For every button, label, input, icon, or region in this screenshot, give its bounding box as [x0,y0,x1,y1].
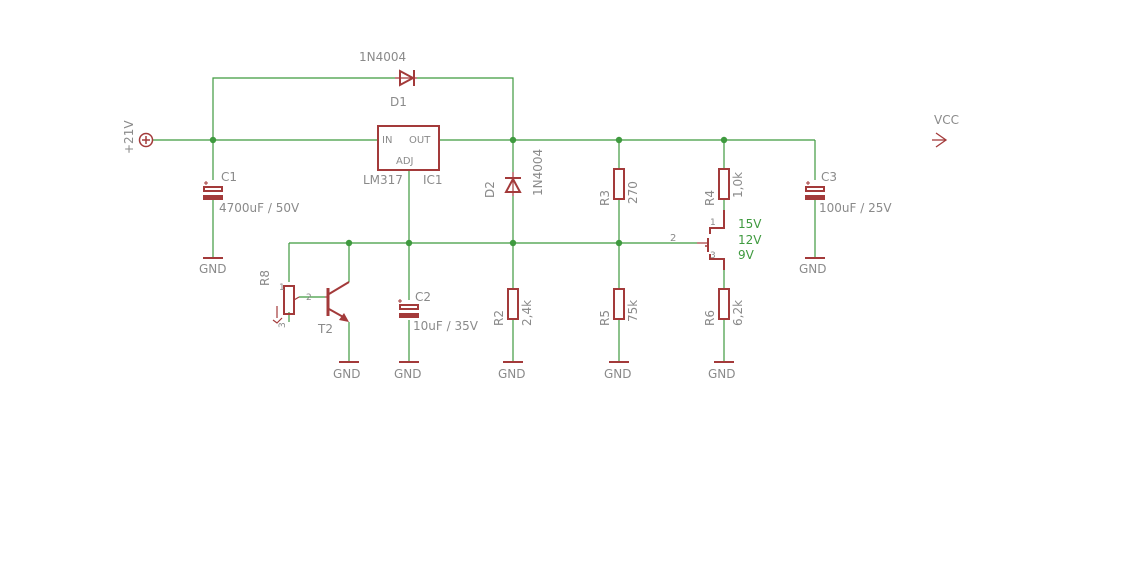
junction-dot [405,239,413,247]
resistor-r6: R6 6,2k [703,288,745,326]
resistor-r3: R3 270 [598,168,640,206]
r8-name: R8 [258,270,272,286]
t2-name: T2 [317,322,333,336]
ground-symbols: GND GND GND GND GND GND GND [199,257,827,381]
input-voltage-label: +21V [122,120,136,154]
gnd-c3: GND [799,257,827,276]
junction-dot [720,136,728,144]
regulator-ic1: IN OUT ADJ LM317 IC1 [363,125,443,187]
switch-pin3: 3 [710,251,716,261]
ic1-name: IC1 [423,173,443,187]
junction-dot [345,239,353,247]
gnd-label: GND [498,367,526,381]
r3-name: R3 [598,190,612,206]
gnd-label: GND [799,262,827,276]
r6-value: 6,2k [731,300,745,326]
wire-d1-right [417,77,514,140]
gnd-r6: GND [708,361,736,381]
gnd-label: GND [333,367,361,381]
d1-name: D1 [390,95,407,109]
vcc-label: VCC [934,113,959,127]
c3-value: 100uF / 25V [819,201,892,215]
resistor-r5: R5 75k [598,288,640,326]
gnd-c2: GND [394,361,422,381]
resistor-r4: R4 1,0k [703,168,745,206]
c2-name: C2 [415,290,431,304]
switch-option-1: 15V [738,217,762,231]
gnd-r5: GND [604,361,632,381]
r2-name: R2 [492,310,506,326]
transistor-t2: T2 [317,281,350,336]
capacitor-c1: C1 4700uF / 50V [203,170,300,215]
r5-value: 75k [626,300,640,322]
r4-value: 1,0k [731,172,745,198]
r5-name: R5 [598,310,612,326]
vcc-symbol: VCC [932,113,959,148]
resistor-r2: R2 2,4k [492,288,534,326]
r8-pin2: 2 [306,293,312,303]
switch-option-3: 9V [738,248,755,262]
ic-pin-in: IN [382,135,392,146]
ic-pin-out: OUT [409,135,431,146]
resistor-icon [613,168,625,200]
gnd-r2: GND [498,361,526,381]
junction-dot [615,136,623,144]
capacitor-c3: C3 100uF / 25V [805,170,892,215]
gnd-label: GND [394,367,422,381]
switch-pin1: 1 [710,218,716,228]
trim-arrow-icon [272,317,283,324]
d2-value: 1N4004 [531,149,545,196]
r4-name: R4 [703,190,717,206]
junction-dot [509,239,517,247]
resistor-icon [718,168,730,200]
gnd-label: GND [199,262,227,276]
trimmer-r8: R8 1 2 3 [258,270,312,328]
r2-value: 2,4k [520,300,534,326]
r8-pin1: 1 [279,283,285,293]
gnd-label: GND [604,367,632,381]
c3-name: C3 [821,170,837,184]
potentiometer-icon [283,285,295,315]
switch-pin2: 2 [670,233,676,244]
capacitor-icon [399,304,419,310]
resistor-icon [613,288,625,320]
junction-dot [509,136,517,144]
terminal-circle-icon [138,132,154,148]
r8-pin3: 3 [278,322,288,328]
gnd-t2: GND [333,361,361,381]
d1-value: 1N4004 [359,50,406,64]
r6-name: R6 [703,310,717,326]
c1-value: 4700uF / 50V [219,201,300,215]
capacitor-icon [805,186,825,192]
diode-d1: 1N4004 D1 [359,50,417,109]
diode-d2: D2 1N4004 [483,149,545,198]
c1-name: C1 [221,170,237,184]
ic-pin-adj: ADJ [396,156,414,167]
input-terminal: +21V [122,120,154,154]
ic-body [377,125,440,171]
switch-option-2: 12V [738,233,762,247]
diode-icon [399,69,416,87]
junction-dot [209,136,217,144]
junction-dot [615,239,623,247]
gnd-label: GND [708,367,736,381]
ic1-value: LM317 [363,173,403,187]
voltage-selector-switch: 1 2 3 15V 12V 9V [670,210,762,270]
wires [153,77,816,362]
d2-name: D2 [483,181,497,198]
gnd-c1: GND [199,257,227,276]
capacitor-c2: C2 10uF / 35V [398,290,479,333]
junctions [209,136,728,247]
wire-d1-left [212,77,395,140]
capacitor-icon [203,186,223,192]
resistor-icon [507,288,519,320]
c2-value: 10uF / 35V [413,319,479,333]
r3-value: 270 [626,181,640,204]
resistor-icon [718,288,730,320]
